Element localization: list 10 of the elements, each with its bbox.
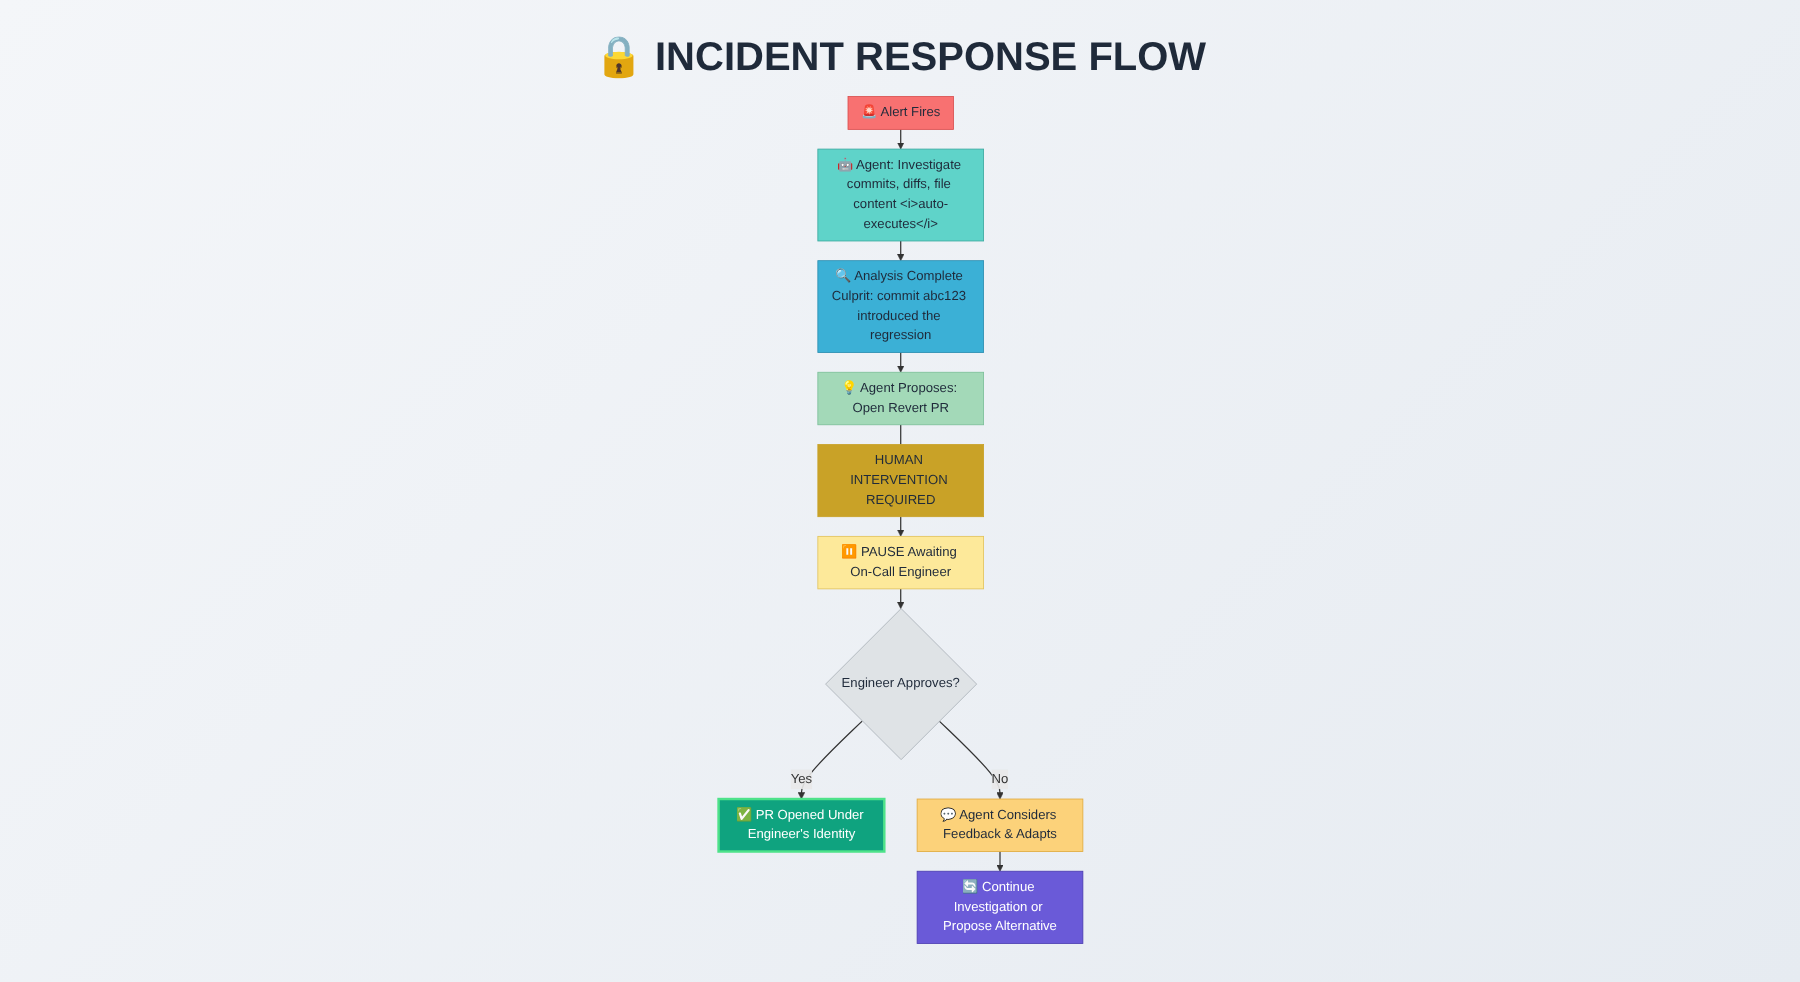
arrow bbox=[896, 240, 904, 261]
arrow bbox=[896, 588, 904, 609]
arrow bbox=[937, 720, 1003, 800]
arrow bbox=[896, 516, 904, 537]
connector bbox=[899, 424, 901, 446]
diagram-title: 🔒 INCIDENT RESPONSE FLOW bbox=[591, 34, 1209, 82]
arrow bbox=[896, 128, 904, 150]
arrow bbox=[896, 351, 904, 373]
arrow bbox=[797, 720, 863, 800]
arrow bbox=[995, 850, 1003, 872]
